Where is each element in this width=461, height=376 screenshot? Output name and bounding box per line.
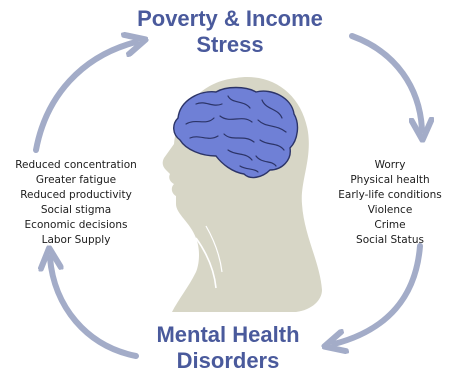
arrow-top-right	[349, 33, 422, 130]
arrow-bottom-left	[50, 258, 139, 359]
list-item: Physical health	[350, 174, 430, 186]
title-bottom-line-1: Mental Health	[156, 322, 300, 347]
brain-icon	[173, 86, 299, 179]
arrow-bottom-right	[334, 243, 423, 344]
list-item: Economic decisions	[24, 219, 128, 231]
right-factor-list: Worry Physical health Early-life conditi…	[322, 158, 458, 248]
list-item: Social stigma	[40, 204, 112, 216]
title-bottom-line-2: Disorders	[176, 348, 280, 373]
list-item: Greater fatigue	[35, 174, 117, 186]
list-item: Social Status	[356, 234, 424, 246]
list-item: Violence	[367, 204, 413, 216]
list-item: Crime	[374, 219, 406, 231]
cycle-arrow-icon	[33, 33, 423, 359]
title-mental-health-disorders: Mental Health Disorders	[113, 322, 343, 374]
list-item: Reduced concentration	[15, 159, 137, 171]
list-item: Worry	[374, 159, 406, 171]
list-item: Reduced productivity	[20, 189, 132, 201]
title-top-line-1: Poverty & Income	[137, 6, 323, 31]
list-item: Labor Supply	[41, 234, 111, 246]
list-item: Early-life conditions	[338, 189, 442, 201]
left-factor-list: Reduced concentration Greater fatigue Re…	[6, 158, 146, 248]
title-top-line-2: Stress	[196, 32, 264, 57]
title-poverty-income-stress: Poverty & Income Stress	[115, 6, 345, 58]
arrow-top-left	[33, 42, 136, 153]
